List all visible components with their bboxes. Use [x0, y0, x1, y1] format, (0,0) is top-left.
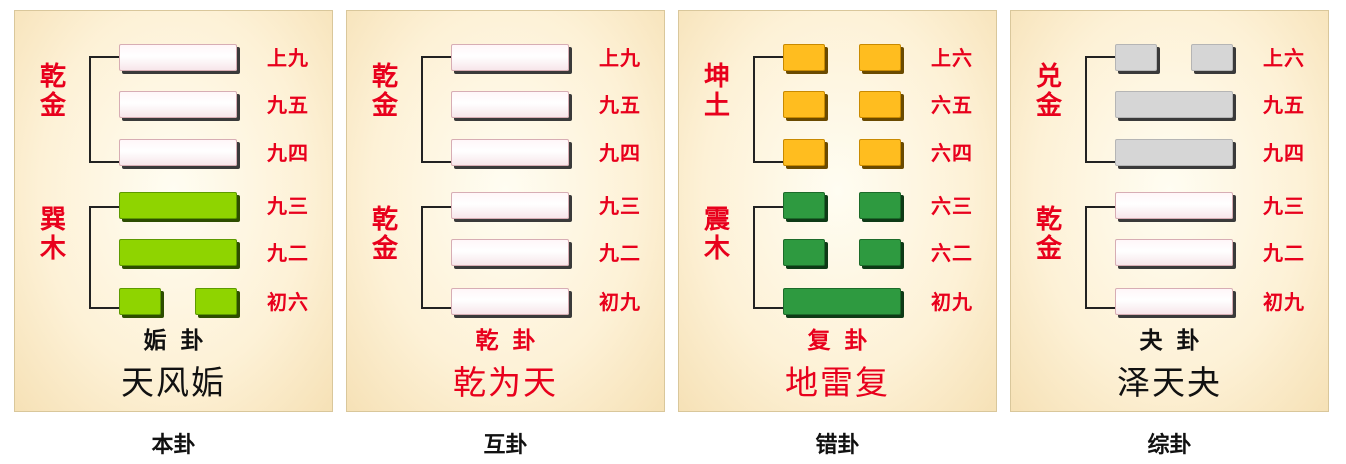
yin-line-segment: [1191, 44, 1233, 71]
yang-line: [451, 192, 569, 219]
hexagram-panel: 乾金乾金上九九五九四九三九二初九乾卦乾为天: [346, 10, 665, 412]
panel-caption: 互卦: [483, 433, 528, 458]
line-label: 初九: [1263, 290, 1305, 314]
yang-line: [1115, 239, 1233, 266]
yang-line: [119, 139, 237, 166]
upper-trigram-label: 乾金: [39, 62, 66, 121]
panel-caption: 错卦: [815, 433, 860, 458]
gua-full-name: 天风姤: [121, 363, 226, 402]
gua-name: 姤卦: [143, 327, 218, 354]
lower-trigram-label: 乾金: [371, 205, 398, 264]
yin-line-segment: [783, 192, 825, 219]
yin-line-segment: [859, 91, 901, 118]
line-label: 九二: [1263, 241, 1305, 265]
gua-name: 复卦: [807, 327, 882, 354]
gua-name: 乾卦: [475, 327, 550, 354]
line-label: 九三: [267, 194, 309, 218]
panel-caption: 本卦: [151, 433, 196, 458]
line-label: 九五: [1263, 93, 1305, 117]
lower-trigram-label: 巽木: [39, 205, 66, 264]
yang-line: [451, 288, 569, 315]
upper-trigram-label: 兑金: [1035, 62, 1062, 121]
gua-full-name: 泽天夬: [1117, 363, 1222, 402]
line-label: 上六: [1263, 46, 1305, 70]
line-label: 九三: [599, 194, 641, 218]
yang-line: [1115, 192, 1233, 219]
line-label: 九五: [599, 93, 641, 117]
line-label: 九三: [1263, 194, 1305, 218]
upper-trigram-bracket: [421, 56, 453, 163]
line-label: 六四: [931, 141, 973, 165]
lower-trigram-bracket: [421, 206, 453, 309]
yang-line: [451, 91, 569, 118]
upper-trigram-label: 乾金: [371, 62, 398, 121]
yang-line: [119, 91, 237, 118]
yang-line: [119, 44, 237, 71]
yin-line-segment: [783, 91, 825, 118]
line-label: 六五: [931, 93, 973, 117]
line-label: 初六: [267, 290, 309, 314]
hexagram-panel: 坤土震木 上六六五六四六三六二初九复卦地雷复: [678, 10, 997, 412]
gua-full-name: 乾为天: [453, 363, 558, 402]
panel-caption: 综卦: [1147, 433, 1192, 458]
upper-trigram-bracket: [753, 56, 785, 163]
hexagram-panel: 乾金巽木 上九九五九四九三九二初六姤卦天风姤: [14, 10, 333, 412]
line-label: 九四: [599, 141, 641, 165]
yin-line-segment: [1115, 44, 1157, 71]
line-label: 九五: [267, 93, 309, 117]
yin-line-segment: [859, 44, 901, 71]
line-label: 九四: [267, 141, 309, 165]
yin-line-segment: [859, 139, 901, 166]
line-label: 上九: [599, 46, 641, 70]
hexagram-panel: 兑金乾金 上六九五九四九三九二初九夬卦泽天夬: [1010, 10, 1329, 412]
yang-line: [451, 44, 569, 71]
upper-trigram-bracket: [89, 56, 121, 163]
upper-trigram-label: 坤土: [703, 62, 730, 121]
yang-line: [1115, 91, 1233, 118]
yin-line-segment: [783, 239, 825, 266]
line-label: 九四: [1263, 141, 1305, 165]
yin-line-segment: [783, 44, 825, 71]
line-label: 九二: [267, 241, 309, 265]
lower-trigram-label: 震木: [703, 205, 730, 264]
line-label: 六二: [931, 241, 973, 265]
gua-name: 夬卦: [1139, 327, 1214, 354]
line-label: 初九: [599, 290, 641, 314]
line-label: 上六: [931, 46, 973, 70]
yang-line: [1115, 139, 1233, 166]
yin-line-segment: [119, 288, 161, 315]
yin-line-segment: [783, 139, 825, 166]
yang-line: [451, 139, 569, 166]
upper-trigram-bracket: [1085, 56, 1117, 163]
line-label: 初九: [931, 290, 973, 314]
line-label: 九二: [599, 241, 641, 265]
yang-line: [1115, 288, 1233, 315]
lower-trigram-bracket: [1085, 206, 1117, 309]
yin-line-segment: [859, 192, 901, 219]
line-label: 六三: [931, 194, 973, 218]
lower-trigram-bracket: [89, 206, 121, 309]
yang-line: [119, 192, 237, 219]
lower-trigram-bracket: [753, 206, 785, 309]
gua-full-name: 地雷复: [785, 363, 890, 402]
yang-line: [783, 288, 901, 315]
yang-line: [119, 239, 237, 266]
line-label: 上九: [267, 46, 309, 70]
yang-line: [451, 239, 569, 266]
yin-line-segment: [195, 288, 237, 315]
yin-line-segment: [859, 239, 901, 266]
lower-trigram-label: 乾金: [1035, 205, 1062, 264]
